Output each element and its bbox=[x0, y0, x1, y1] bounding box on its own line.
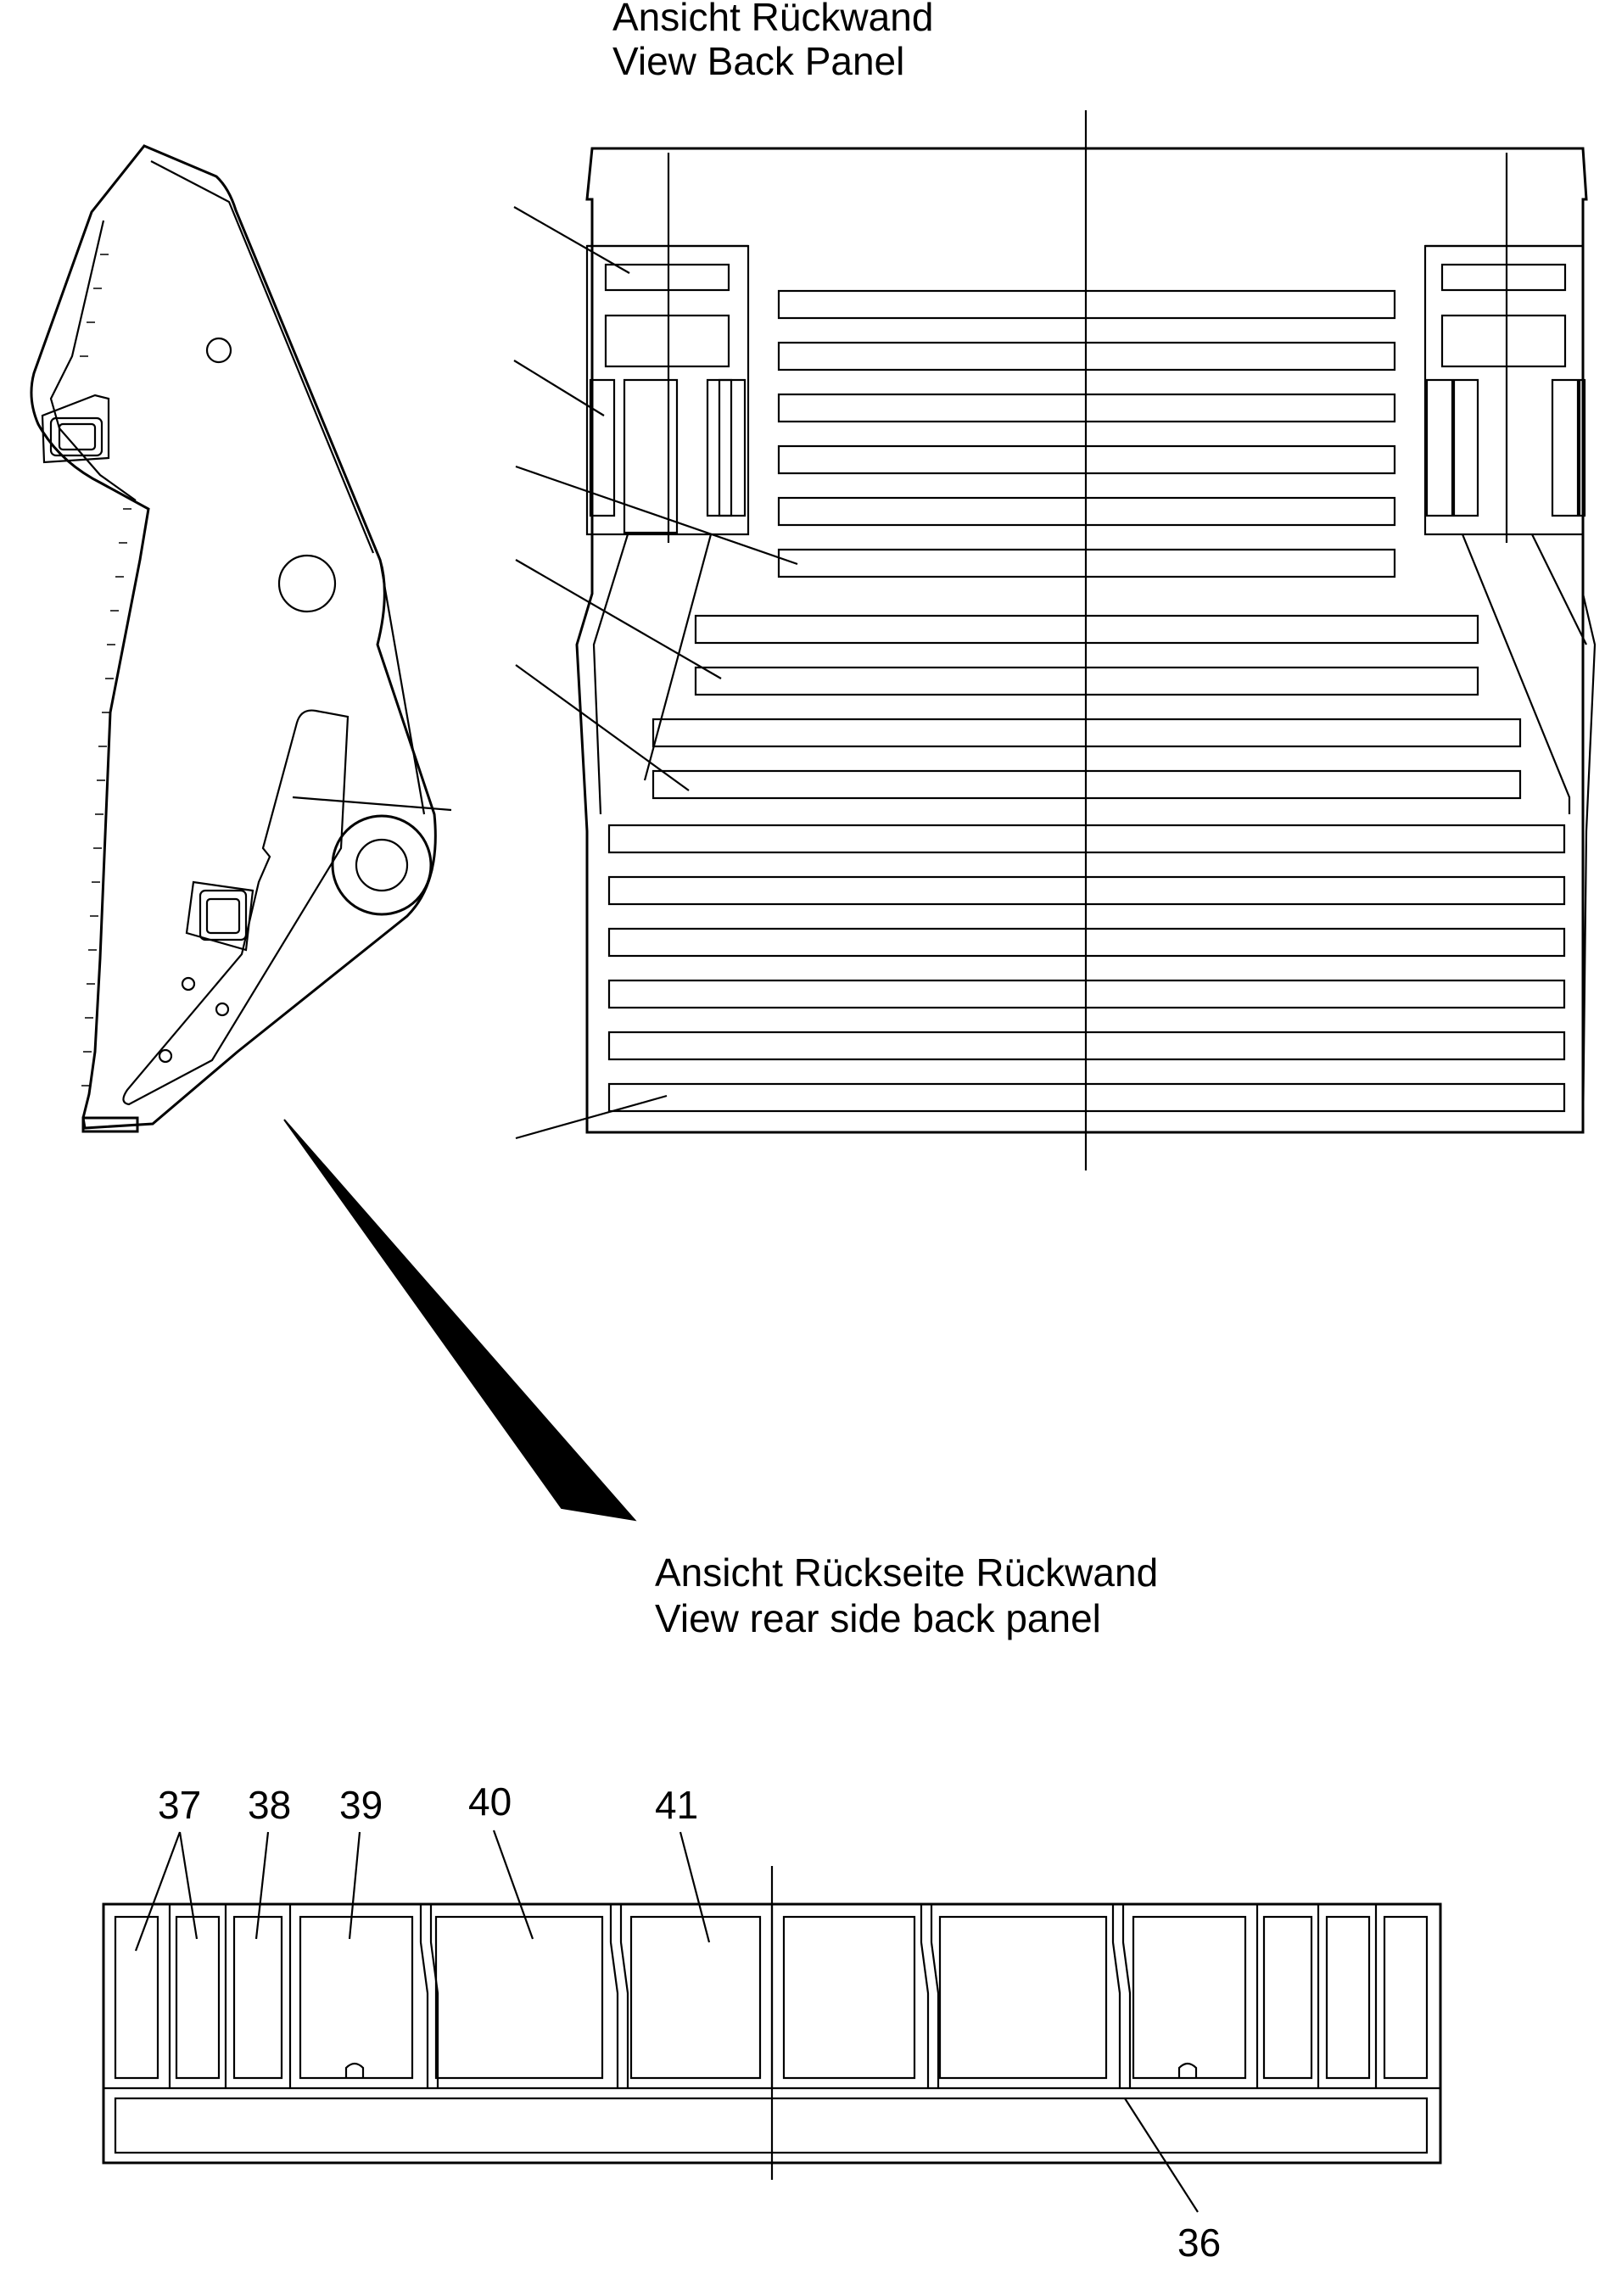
callout-39: 39 bbox=[339, 1783, 383, 1827]
callout-37: 37 bbox=[158, 1783, 201, 1827]
callout-36: 36 bbox=[1177, 2221, 1221, 2265]
callout-38: 38 bbox=[248, 1783, 291, 1827]
callout-41: 41 bbox=[655, 1783, 698, 1827]
top-view-title-en: View Back Panel bbox=[612, 39, 904, 83]
side-view-part bbox=[30, 144, 452, 1133]
view-direction-arrow bbox=[283, 1119, 637, 1522]
back-panel-front-view bbox=[513, 110, 1597, 1170]
bottom-view-title-en: View rear side back panel bbox=[655, 1596, 1101, 1640]
callout-40: 40 bbox=[468, 1779, 512, 1824]
bottom-view-title-de: Ansicht Rückseite Rückwand bbox=[655, 1550, 1158, 1595]
top-view-title-de: Ansicht Rückwand bbox=[612, 0, 933, 39]
back-panel-rear-view bbox=[102, 1830, 1442, 2213]
